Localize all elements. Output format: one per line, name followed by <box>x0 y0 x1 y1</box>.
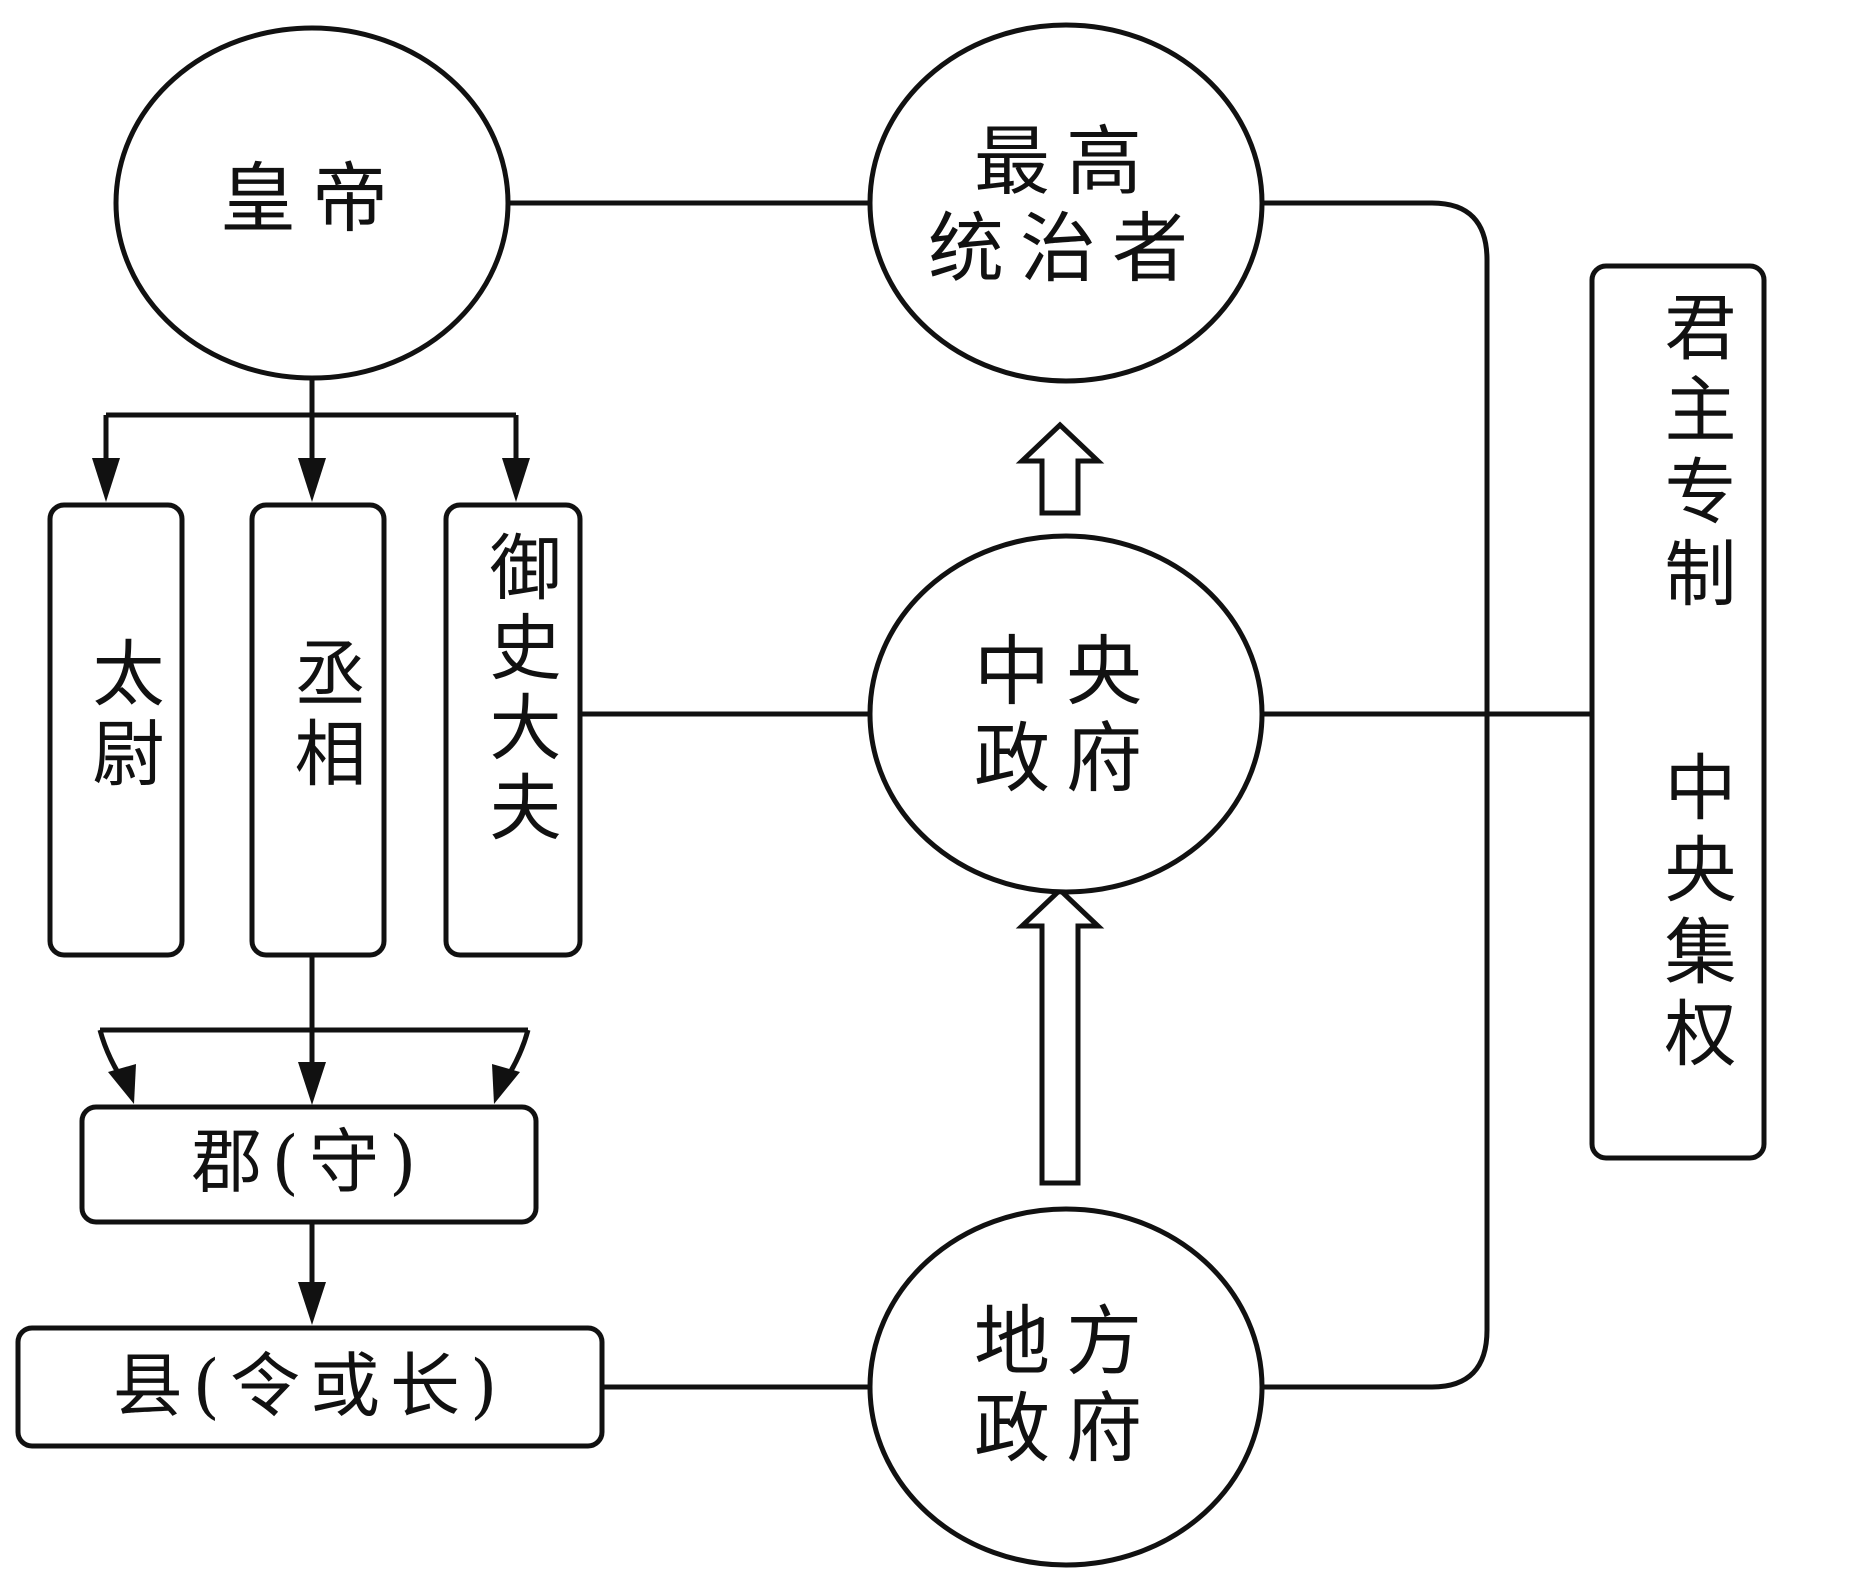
sidebar-label-part1: 君主专制 <box>1652 290 1736 618</box>
supreme-ruler-line2: 统治者 <box>928 204 1204 294</box>
emperor-circle <box>113 25 511 381</box>
jun-label: 郡(守) <box>191 1121 427 1203</box>
hollow-arrow-central-to-supreme <box>1015 421 1105 516</box>
connector-supreme-local-bracket <box>1262 200 1490 1390</box>
local-gov-line1: 地方 <box>974 1297 1158 1386</box>
emperor-text: 皇帝 <box>220 154 404 243</box>
jun-box <box>79 1104 539 1225</box>
taiwei-box <box>47 502 185 958</box>
arrow-to-chengxiang <box>298 458 326 502</box>
xian-label: 县(令或长) <box>112 1345 508 1427</box>
hollow-arrow-local-to-central <box>1015 886 1105 1186</box>
supreme-ruler-label: 最高 统治者 <box>886 118 1246 293</box>
local-gov-circle <box>867 1206 1265 1568</box>
sidebar-box <box>1589 263 1767 1161</box>
local-gov-label: 地方 政府 <box>916 1298 1216 1473</box>
arrow-to-yushidafu <box>502 458 530 502</box>
xian-box <box>15 1325 605 1449</box>
central-gov-line2: 政府 <box>974 714 1158 804</box>
local-gov-line2: 政府 <box>974 1384 1158 1474</box>
central-gov-circle <box>867 533 1265 895</box>
central-gov-line1: 中央 <box>974 627 1158 716</box>
arrow-jun-to-xian <box>298 1282 326 1325</box>
chengxiang-label: 丞相 <box>282 636 366 796</box>
arrow-funnel-right <box>492 1064 520 1104</box>
arrow-to-taiwei <box>92 458 120 502</box>
central-gov-label: 中央 政府 <box>916 628 1216 803</box>
supreme-ruler-line1: 最高 <box>974 117 1158 206</box>
supreme-ruler-circle <box>867 22 1265 384</box>
sidebar-label-part2: 中央集权 <box>1652 750 1736 1078</box>
yushidafu-label: 御史大夫 <box>477 530 561 850</box>
chengxiang-box <box>249 502 387 958</box>
taiwei-label: 太尉 <box>80 636 164 796</box>
arrow-funnel-left <box>108 1064 136 1104</box>
arrow-chengxiang-to-jun <box>298 1062 326 1105</box>
emperor-label: 皇帝 <box>162 155 462 242</box>
yushidafu-box <box>443 502 583 958</box>
